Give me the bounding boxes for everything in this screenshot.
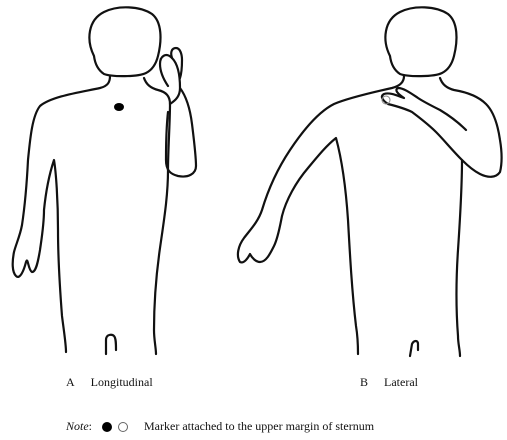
note-text: Marker attached to the upper margin of s…	[144, 419, 374, 434]
note-colon: :	[89, 419, 92, 434]
figure-b-head	[385, 7, 456, 76]
figure-b-groin	[410, 341, 418, 356]
figure-a-letter: A	[66, 375, 75, 389]
figure-b-torso-right	[440, 78, 502, 356]
figure-b-hand	[382, 88, 466, 160]
figure-b-label: Lateral	[384, 375, 418, 389]
note-line: Note: Marker attached to the upper margi…	[66, 419, 374, 434]
figure-a-label: Longitudinal	[91, 375, 153, 389]
filled-circle-icon	[102, 422, 112, 432]
figure-b-letter: B	[360, 375, 368, 389]
figure-b-caption: B Lateral	[360, 375, 418, 390]
figure-b-body-outline	[238, 7, 502, 356]
open-circle-icon	[118, 422, 128, 432]
figure-a-caption: A Longitudinal	[66, 375, 153, 390]
figure-b-torso-left	[238, 76, 404, 354]
note-label: Note	[66, 419, 89, 434]
